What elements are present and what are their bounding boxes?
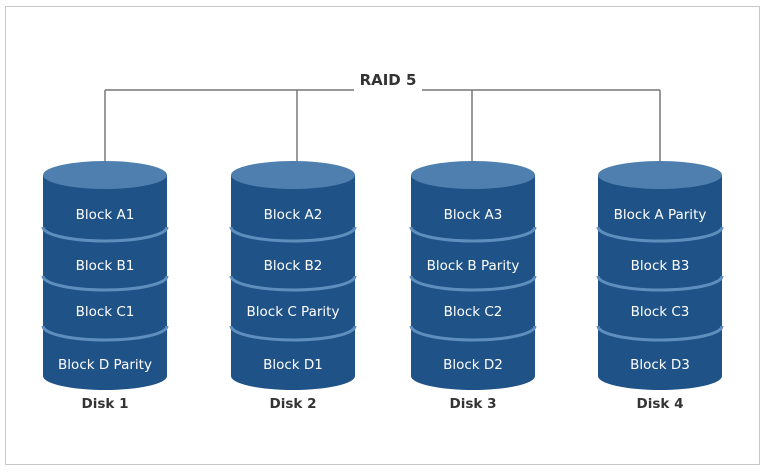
disk-rim (41, 226, 169, 243)
disk-2-block-label: Block B2 (264, 258, 323, 274)
disk-4-block-label: Block A Parity (614, 207, 707, 223)
disk-block-body (598, 175, 722, 241)
disk-block-body (411, 227, 535, 290)
disk-4-block-label: Block B3 (631, 258, 690, 274)
disk-2-block-label: Block D1 (263, 357, 323, 373)
disk-block (598, 161, 722, 241)
disk-block-body (598, 276, 722, 340)
disk-1-label: Disk 1 (82, 396, 129, 412)
disk-rim (409, 275, 537, 292)
disk-3-block-label: Block A3 (444, 207, 503, 223)
disk-1-block-label: Block C1 (76, 304, 135, 320)
disk-rim (596, 325, 724, 342)
disk-4-label: Disk 4 (637, 396, 684, 412)
diagram-title: RAID 5 (360, 71, 417, 89)
disk-rim (409, 226, 537, 243)
disk-block-body (231, 227, 355, 290)
disk-group: Block A1 Block B1 Block C1 Block D ParityDi… (41, 161, 724, 412)
disk-rim (409, 325, 537, 342)
disk-4-block-label: Block C3 (631, 304, 690, 320)
disk-block-body (231, 326, 355, 390)
disk-rim (596, 275, 724, 292)
disk-block-body (43, 175, 167, 241)
disk-2-label: Disk 2 (270, 396, 317, 412)
disk-3-block-label: Block B Parity (427, 258, 520, 274)
disk-block (231, 161, 355, 241)
disk-3-label: Disk 3 (450, 396, 497, 412)
disk-top-cap (43, 161, 167, 189)
disk-block-body (411, 175, 535, 241)
disk-block-body (598, 227, 722, 290)
disk-block (411, 161, 535, 241)
disk-block-body (231, 175, 355, 241)
disk-2-block-label: Block A2 (264, 207, 323, 223)
disk-rim (229, 275, 357, 292)
disk-block-body (598, 326, 722, 390)
disk-block-body (43, 276, 167, 340)
disk-2-block-label: Block C Parity (247, 304, 340, 320)
disk-block-body (411, 276, 535, 340)
disk-1-block-label: Block D Parity (58, 357, 152, 373)
disk-rim (41, 325, 169, 342)
disk-rim (596, 226, 724, 243)
disk-1-block-label: Block A1 (76, 207, 135, 223)
disk-block-body (43, 326, 167, 390)
disk-top-cap (411, 161, 535, 189)
disk-top-cap (598, 161, 722, 189)
title-background (354, 70, 422, 92)
disk-1: Block A1 Block B1 Block C1 Block D ParityDi… (41, 207, 169, 412)
disk-block-body (411, 326, 535, 390)
disk-3-block-label: Block C2 (444, 304, 503, 320)
disk-rim (229, 226, 357, 243)
disk-4-block-label: Block D3 (630, 357, 690, 373)
disk-3-block-label: Block D2 (443, 357, 503, 373)
disk-rim (229, 325, 357, 342)
disk-block-body (43, 227, 167, 290)
disk-rim (41, 275, 169, 292)
disk-block-body (231, 276, 355, 340)
disk-1-block-label: Block B1 (76, 258, 135, 274)
disk-block (43, 161, 167, 241)
connector-lines (104, 89, 661, 165)
disk-top-cap (231, 161, 355, 189)
